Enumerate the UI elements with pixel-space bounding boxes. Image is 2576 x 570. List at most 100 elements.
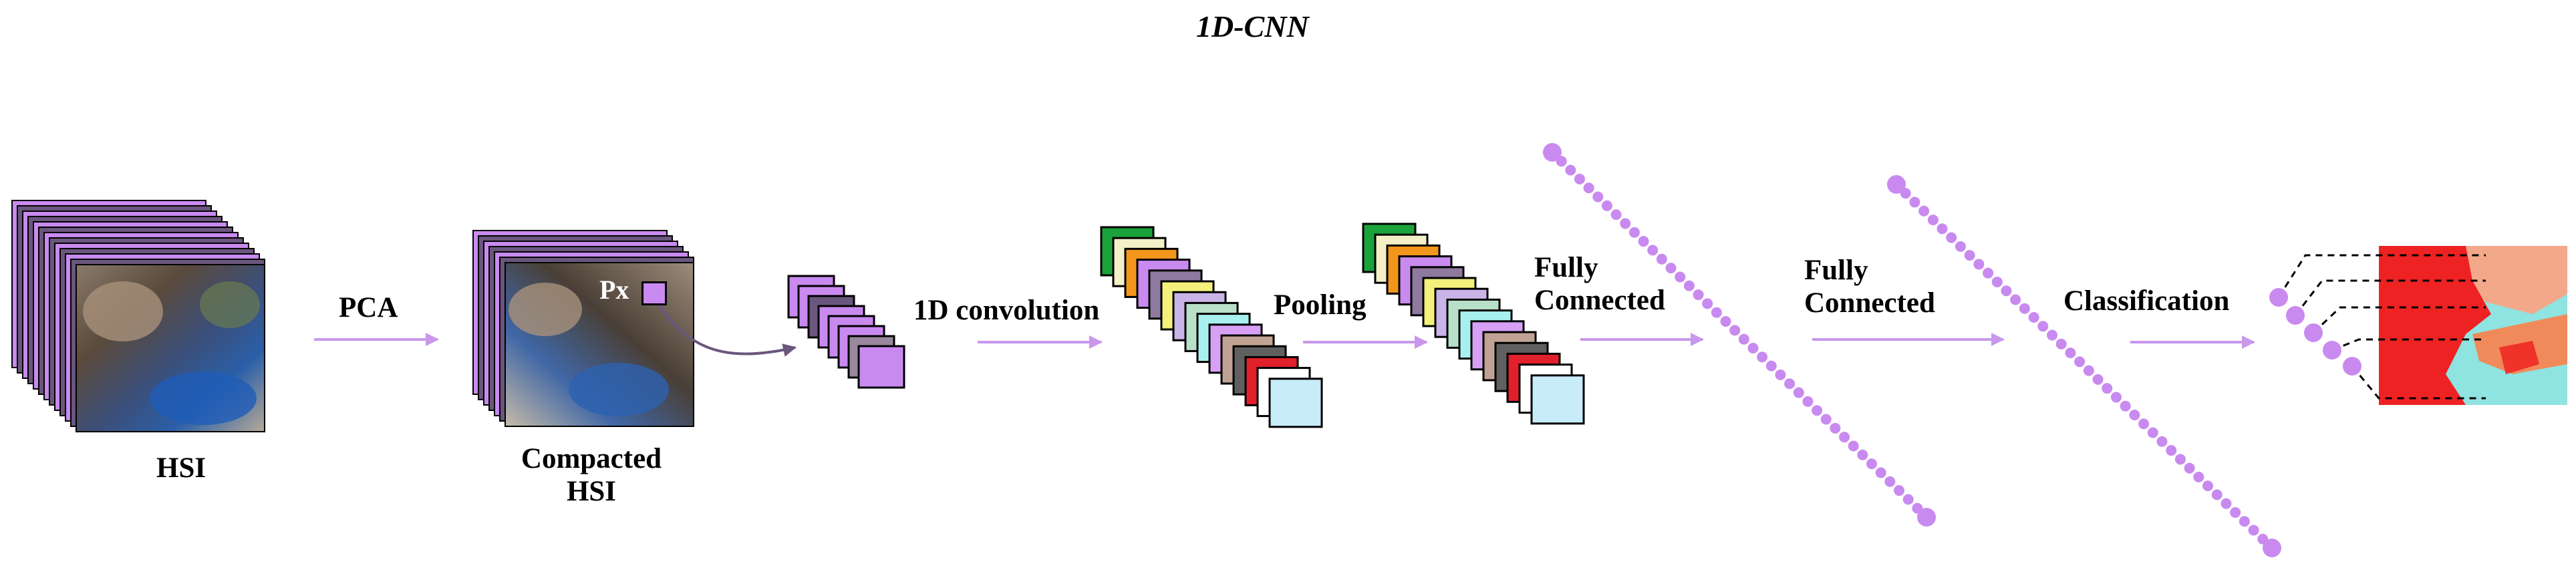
- fc2-neuron: [2010, 294, 2021, 305]
- fc1-neuron: [1902, 494, 1914, 505]
- fc2-neuron: [1983, 267, 1994, 279]
- terrain-patch: [200, 281, 260, 328]
- fc1-neuron: [1793, 387, 1804, 398]
- convolution-feature-maps: [1100, 226, 1323, 428]
- classification-label: Classification: [2063, 285, 2230, 317]
- fc1-neuron: [1620, 218, 1631, 229]
- fc1-neuron: [1784, 378, 1796, 390]
- convolution-label: 1D convolution: [913, 295, 1100, 326]
- fc2-neuron: [1909, 196, 1920, 208]
- fc1-neuron: [1601, 200, 1612, 211]
- fc2-neuron: [2110, 392, 2122, 403]
- fc2-neuron: [1918, 205, 1930, 217]
- fc1-neuron: [1675, 271, 1686, 283]
- fc1-neuron: [1683, 280, 1695, 291]
- pixel-vector-stack: [787, 275, 905, 389]
- fc2-neuron: [2055, 338, 2067, 349]
- fc1-neuron: [1729, 325, 1741, 336]
- pooling-feature-maps: [1362, 223, 1585, 425]
- fc2-neuron: [2174, 454, 2186, 465]
- fc1-neuron: [1543, 143, 1562, 162]
- fc2-neuron: [2092, 374, 2104, 385]
- fc1-neuron: [1556, 156, 1567, 167]
- fc1-neuron: [1765, 360, 1777, 372]
- fc2-label-line2: Connected: [1804, 287, 1935, 319]
- conv-feature-map: [1268, 378, 1323, 428]
- fc1-neuron: [1775, 369, 1786, 380]
- fc1-neuron: [1894, 485, 1905, 496]
- fc2-neuron: [2047, 329, 2058, 341]
- pool-feature-map: [1530, 374, 1585, 425]
- fc2-neuron: [2138, 418, 2150, 430]
- class-output-node: [2286, 306, 2305, 325]
- fc1-neuron: [1812, 405, 1823, 416]
- fc2-neuron: [2248, 525, 2259, 536]
- fc1-neuron: [1917, 508, 1936, 527]
- fc1-neuron: [1693, 289, 1704, 301]
- fc2-neuron: [2001, 285, 2012, 297]
- fc1-neuron: [1747, 342, 1759, 353]
- fc1-neuron: [1857, 449, 1868, 460]
- fc2-neuron: [2120, 400, 2131, 412]
- fc2-neuron: [2230, 507, 2241, 518]
- fc1-neuron: [1875, 467, 1886, 478]
- fc2-label-line1: Fully: [1804, 255, 1868, 286]
- fc2-neuron: [1955, 241, 1966, 252]
- fc2-neuron: [1946, 232, 1957, 243]
- fc1-neuron: [1848, 440, 1859, 452]
- fc1-neuron: [1820, 414, 1832, 425]
- compacted-label-line2: HSI: [566, 476, 617, 508]
- fc1-label-line1: Fully: [1534, 252, 1598, 283]
- terrain-patch: [569, 363, 669, 416]
- fully-connected-1-label: Fully Connected: [1534, 251, 1665, 317]
- terrain-patch: [509, 283, 582, 336]
- fully-connected-layer-2-neurons: [1887, 175, 2281, 557]
- class-output-node: [2323, 341, 2341, 360]
- fc1-neuron: [1628, 227, 1640, 238]
- fc1-neuron: [1583, 182, 1594, 194]
- diagram-title: 1D-CNN: [1196, 9, 1309, 43]
- fc1-neuron: [1839, 432, 1850, 443]
- fc2-neuron: [1887, 175, 1906, 194]
- classification-connectors: [2269, 254, 2486, 400]
- fc1-neuron: [1802, 396, 1814, 407]
- fc1-neuron: [1592, 191, 1604, 202]
- fc1-neuron: [1702, 298, 1713, 309]
- compacted-hsi-stack: [472, 230, 694, 427]
- fc2-neuron: [1991, 276, 2003, 287]
- pixel-label: Px: [599, 275, 629, 305]
- fc2-neuron: [2074, 356, 2086, 368]
- fc2-neuron: [2156, 436, 2168, 447]
- hsi-cube-stack: [11, 200, 265, 432]
- fc1-neuron: [1647, 245, 1659, 256]
- pixel-marker: [641, 281, 667, 305]
- fc1-neuron: [1720, 316, 1731, 327]
- fully-connected-layer-1-neurons: [1543, 143, 1936, 527]
- fc2-neuron: [2221, 498, 2232, 509]
- fc2-neuron: [1937, 223, 1948, 235]
- fc1-neuron: [1610, 209, 1622, 221]
- class-link-line: [2331, 338, 2486, 351]
- fc2-neuron: [2263, 539, 2281, 557]
- class-link-line: [2351, 366, 2486, 400]
- fc2-neuron: [2211, 489, 2223, 501]
- fc1-neuron: [1757, 351, 1768, 363]
- class-output-node: [2269, 288, 2288, 307]
- fc1-label-line2: Connected: [1534, 285, 1665, 317]
- fc2-neuron: [2193, 471, 2204, 482]
- classification-map: [2379, 246, 2567, 405]
- fc2-neuron: [2239, 516, 2250, 527]
- fc1-neuron: [1665, 263, 1677, 274]
- class-output-node: [2343, 357, 2362, 376]
- pooling-label: Pooling: [1274, 289, 1367, 321]
- fc2-neuron: [2037, 321, 2049, 332]
- fc2-neuron: [2147, 427, 2158, 438]
- fc2-neuron: [1973, 259, 1985, 270]
- fc1-neuron: [1574, 173, 1585, 184]
- terrain-patch: [150, 372, 257, 425]
- terrain-patch: [83, 281, 163, 341]
- pixel-extraction-arrow: [657, 303, 797, 357]
- compacted-label-line1: Compacted: [521, 443, 662, 474]
- fc1-neuron: [1638, 236, 1649, 247]
